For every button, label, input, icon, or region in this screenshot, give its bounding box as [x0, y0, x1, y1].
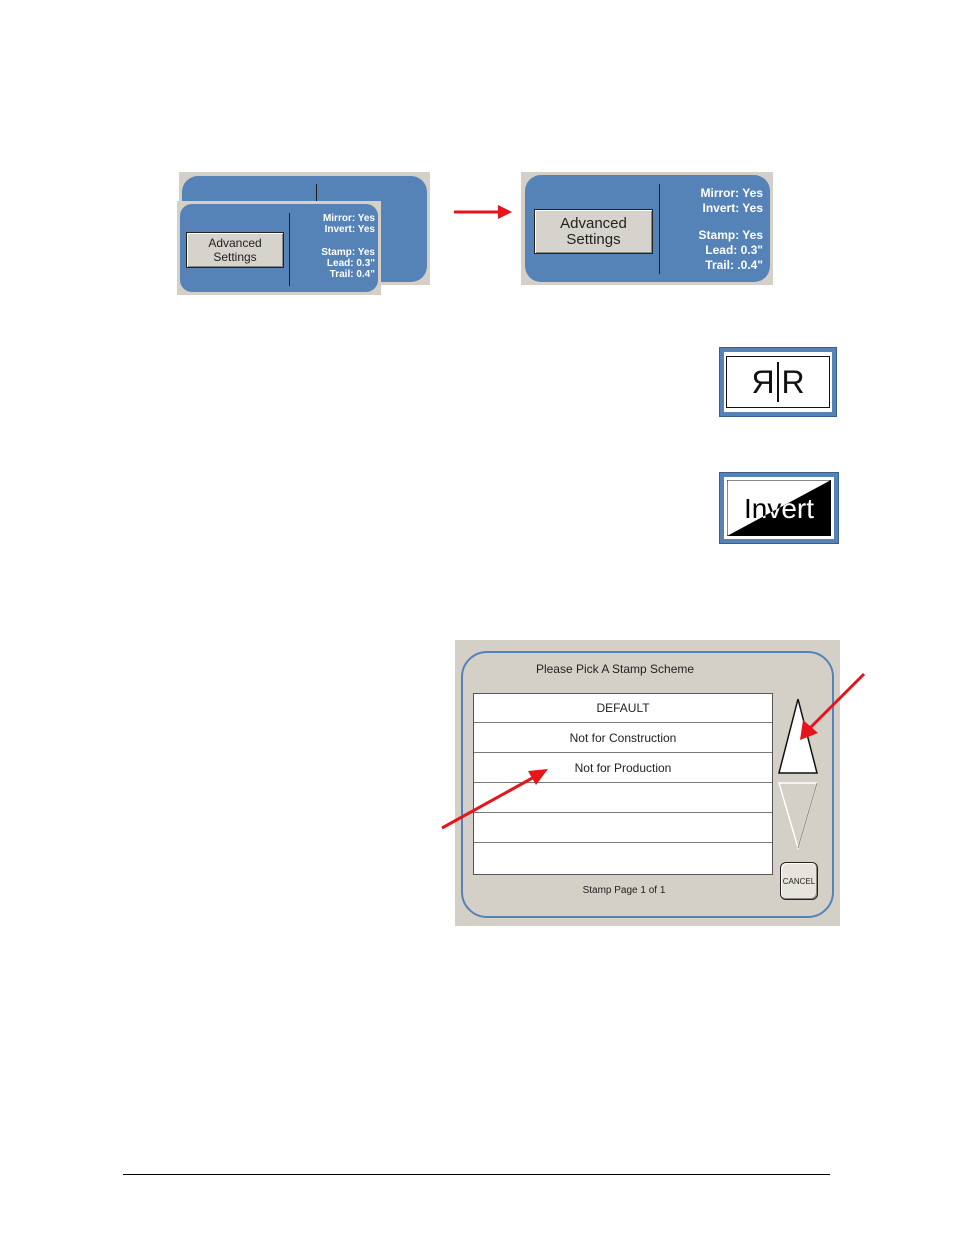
list-item[interactable]: Not for Production: [474, 754, 772, 783]
mirror-status: Mirror: Yes: [322, 213, 375, 224]
invert-status: Invert: Yes: [702, 201, 763, 215]
mirror-axis-line: [777, 362, 779, 402]
normal-r-glyph: R: [781, 363, 805, 400]
advanced-settings-button[interactable]: Advanced Settings: [186, 232, 284, 268]
lead-status: Lead: 0.3": [705, 243, 763, 257]
panel-divider: [289, 213, 290, 286]
panel-divider: [316, 184, 317, 205]
advanced-label-line1: Advanced: [208, 236, 262, 250]
mirrored-r-glyph: R: [751, 363, 775, 400]
footer-divider: [123, 1174, 830, 1175]
settings-window-front: Advanced Settings Mirror: Yes Invert: Ye…: [177, 201, 381, 295]
lead-status: Lead: 0.3": [326, 258, 375, 269]
scroll-down-button[interactable]: [777, 780, 819, 850]
list-item[interactable]: [474, 814, 772, 843]
advanced-label-line2: Settings: [566, 230, 621, 248]
invert-status: Invert: Yes: [324, 224, 375, 235]
callout-arrow-icon: [800, 672, 866, 740]
page-indicator: Stamp Page 1 of 1: [582, 885, 666, 896]
settings-status: Mirror: Yes Invert: Yes Stamp: Yes Lead:…: [321, 214, 375, 280]
settings-window-large: Advanced Settings Mirror: Yes Invert: Ye…: [521, 172, 773, 285]
invert-button[interactable]: Invert Invert: [719, 472, 839, 544]
settings-status-large: Mirror: Yes Invert: Yes Stamp: Yes Lead:…: [699, 187, 763, 271]
panel-divider: [659, 184, 660, 274]
arrow-right-icon: [454, 205, 512, 219]
mirror-status: Mirror: Yes: [700, 186, 763, 200]
mirror-button[interactable]: R R: [719, 347, 837, 417]
stamp-dialog-border: [461, 651, 834, 918]
stamp-status: Stamp: Yes: [698, 228, 763, 242]
list-item[interactable]: [474, 784, 772, 813]
mirror-icon: R R: [726, 356, 830, 408]
stamp-dialog-title: Please Pick A Stamp Scheme: [535, 662, 695, 676]
advanced-label-line2: Settings: [213, 250, 257, 264]
list-item[interactable]: Not for Construction: [474, 724, 772, 753]
stamp-status: Stamp: Yes: [321, 247, 375, 258]
callout-arrow-icon: [441, 769, 548, 830]
trail-status: Trail: .0.4": [705, 258, 763, 272]
cancel-button[interactable]: CANCEL: [780, 862, 818, 900]
advanced-settings-button-large[interactable]: Advanced Settings: [534, 209, 653, 254]
trail-status: Trail: 0.4": [329, 269, 375, 280]
advanced-label-line1: Advanced: [560, 214, 627, 232]
invert-icon: Invert Invert: [727, 480, 831, 536]
list-item[interactable]: DEFAULT: [474, 694, 772, 723]
list-item[interactable]: [474, 844, 772, 873]
